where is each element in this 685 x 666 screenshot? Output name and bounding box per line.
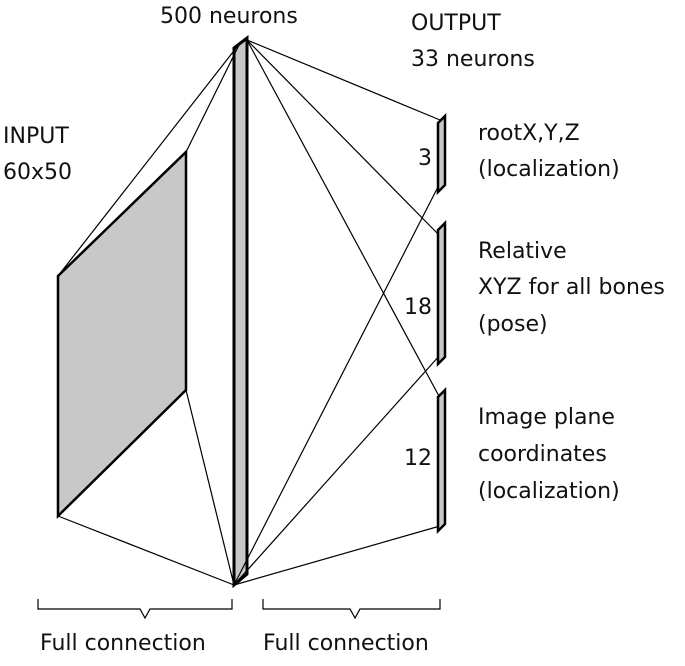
input-layer xyxy=(56,149,188,519)
output-bar-pose xyxy=(436,219,447,368)
group-label-pose-line2: XYZ for all bones xyxy=(478,275,665,300)
output-bar-root xyxy=(436,112,447,196)
hidden-output-connections xyxy=(233,39,441,586)
output-bar-image-plane xyxy=(436,386,447,535)
input-size: 60x50 xyxy=(3,160,72,185)
hidden-layer xyxy=(232,34,249,589)
group-count-root: 3 xyxy=(418,146,432,171)
group-count-pose: 18 xyxy=(404,295,432,320)
input-hidden-connections xyxy=(57,42,241,586)
group-label-image-line1: Image plane xyxy=(478,405,615,430)
group-label-pose-line3: (pose) xyxy=(478,312,548,337)
hidden-label: 500 neurons xyxy=(160,4,298,29)
group-label-pose-line1: Relative xyxy=(478,239,567,264)
input-title: INPUT xyxy=(3,124,69,149)
brace-left xyxy=(37,599,233,620)
output-count: 33 neurons xyxy=(411,47,535,72)
connection-label-left: Full connection xyxy=(40,631,206,656)
group-count-image-plane: 12 xyxy=(404,446,432,471)
brace-right xyxy=(262,599,441,620)
group-label-image-line3: (localization) xyxy=(478,479,620,504)
connection-label-right: Full connection xyxy=(263,631,429,656)
group-label-root-line1: rootX,Y,Z xyxy=(478,121,580,146)
group-label-root-line2: (localization) xyxy=(478,157,620,182)
group-label-image-line2: coordinates xyxy=(478,442,607,467)
output-title: OUTPUT xyxy=(411,11,501,36)
